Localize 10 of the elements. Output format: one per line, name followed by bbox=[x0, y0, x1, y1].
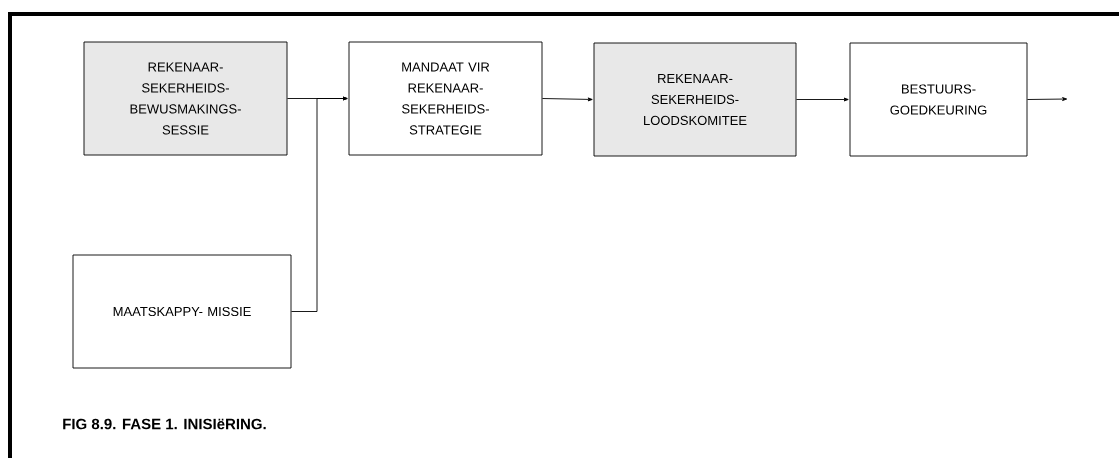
arrow bbox=[291, 96, 348, 312]
process-box: BESTUURS- GOEDKEURING bbox=[849, 42, 1028, 157]
arrow bbox=[1027, 97, 1068, 101]
arrow bbox=[796, 97, 849, 102]
process-box: REKENAAR- SEKERHEIDS- LOODSKOMITEE bbox=[593, 42, 797, 157]
process-box: MANDAAT VIR REKENAAR- SEKERHEIDS- STRATEGIE bbox=[348, 41, 543, 156]
process-box: MAATSKAPPY- MISSIE bbox=[72, 254, 292, 369]
arrow bbox=[542, 97, 593, 102]
process-box: REKENAAR- SEKERHEIDS- BEWUSMAKINGS- SESSIE bbox=[83, 41, 288, 156]
caption: FIG 8.9. FASE 1. INISIëRING. bbox=[63, 418, 266, 430]
